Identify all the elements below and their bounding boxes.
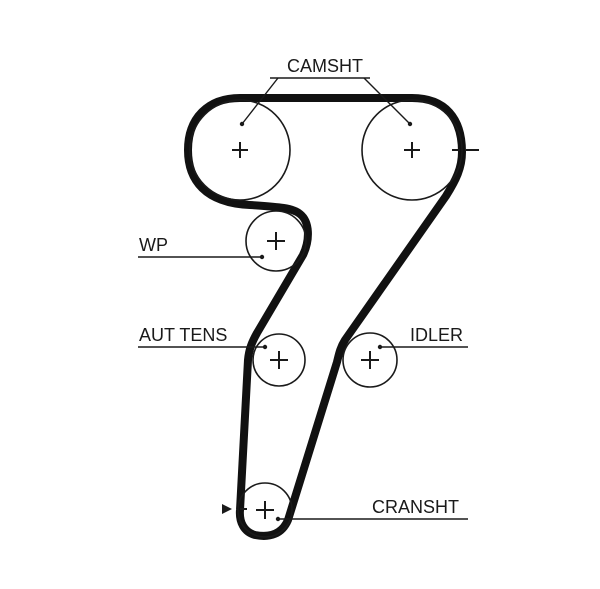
camshaft-pulley-left <box>189 99 291 201</box>
camshaft-label: CAMSHT <box>287 56 363 76</box>
plus-icon <box>267 232 285 250</box>
triangle-right-icon <box>222 504 232 514</box>
plus-icon <box>361 351 379 369</box>
auto-tensioner-label: AUT TENS <box>139 325 227 345</box>
timing-belt <box>184 94 466 540</box>
water-pump-leader <box>138 254 265 260</box>
auto-tensioner-leader <box>138 344 268 350</box>
idler-label: IDLER <box>410 325 463 345</box>
camshaft-leader <box>239 77 413 127</box>
idler-pulley <box>342 332 398 388</box>
crankshaft-pulley <box>237 482 293 538</box>
plus-icon <box>256 501 274 519</box>
plus-icon <box>270 351 288 369</box>
idler-leader <box>377 344 468 350</box>
camshaft-pulley-right <box>361 99 463 201</box>
plus-icon <box>232 142 248 158</box>
water-pump-pulley <box>245 210 307 272</box>
water-pump-label: WP <box>139 235 168 255</box>
plus-icon <box>404 142 420 158</box>
crankshaft-leader <box>275 516 468 522</box>
crankshaft-label: CRANSHT <box>372 497 459 517</box>
auto-tensioner-pulley <box>252 333 306 387</box>
